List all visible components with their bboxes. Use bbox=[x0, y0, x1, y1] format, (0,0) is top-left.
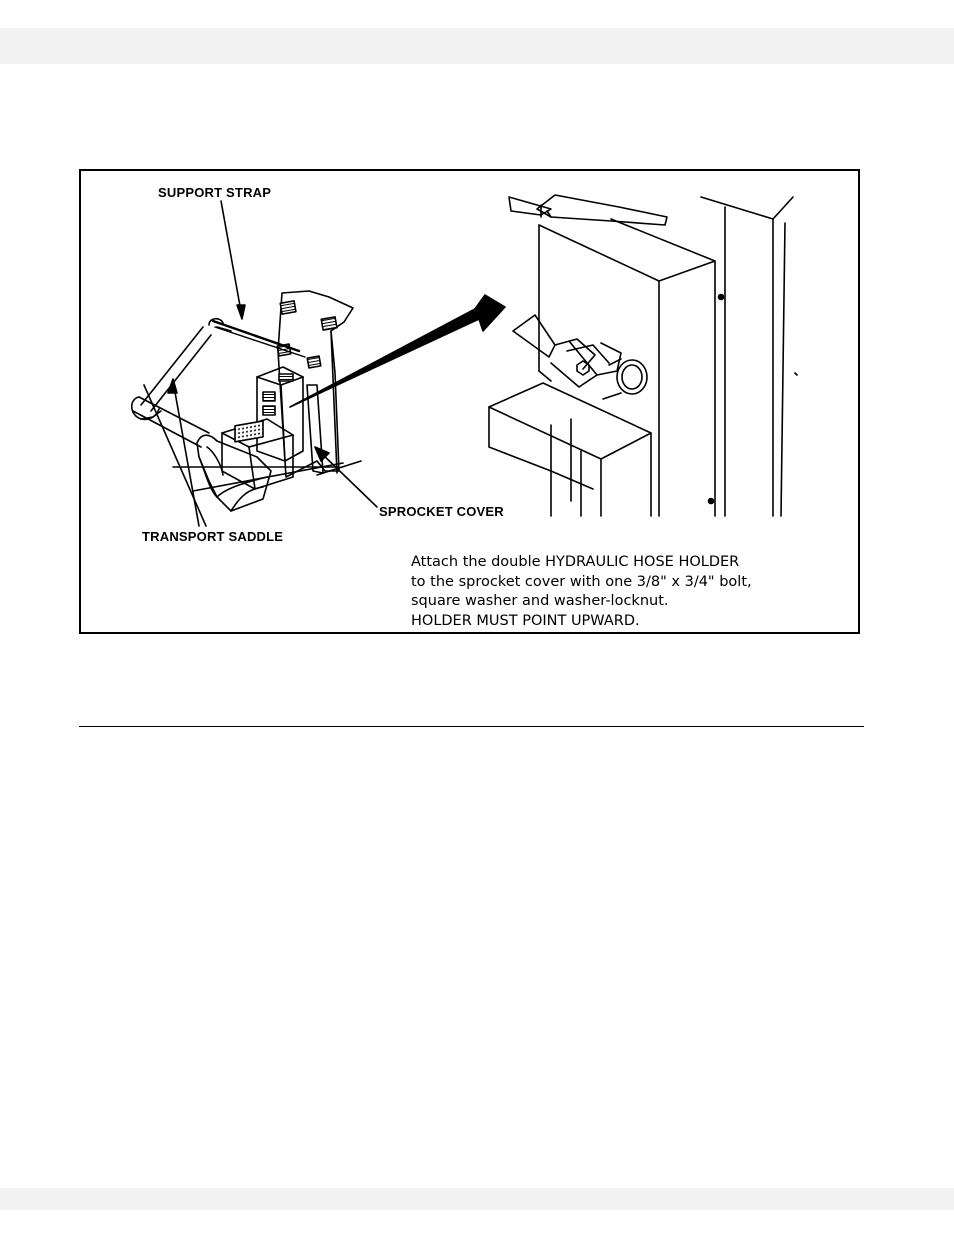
figure-caption: Attach the double HYDRAULIC HOSE HOLDER … bbox=[411, 553, 831, 631]
overview-drawing bbox=[132, 201, 505, 526]
section-divider bbox=[79, 726, 864, 727]
header-band bbox=[0, 28, 954, 64]
support-strap-label: SUPPORT STRAP bbox=[158, 185, 271, 200]
caption-line: Attach the double HYDRAULIC HOSE HOLDER bbox=[411, 553, 831, 573]
footer-band bbox=[0, 1188, 954, 1210]
sprocket-cover-label: SPROCKET COVER bbox=[379, 504, 504, 519]
caption-line: square washer and washer-locknut. bbox=[411, 592, 831, 612]
caption-line: HOLDER MUST POINT UPWARD. bbox=[411, 612, 831, 632]
figure-frame: SUPPORT STRAP TRANSPORT SADDLE SPROCKET … bbox=[79, 169, 860, 634]
caption-line: to the sprocket cover with one 3/8" x 3/… bbox=[411, 573, 831, 593]
detail-drawing bbox=[489, 195, 797, 516]
transport-saddle-label: TRANSPORT SADDLE bbox=[142, 529, 283, 544]
